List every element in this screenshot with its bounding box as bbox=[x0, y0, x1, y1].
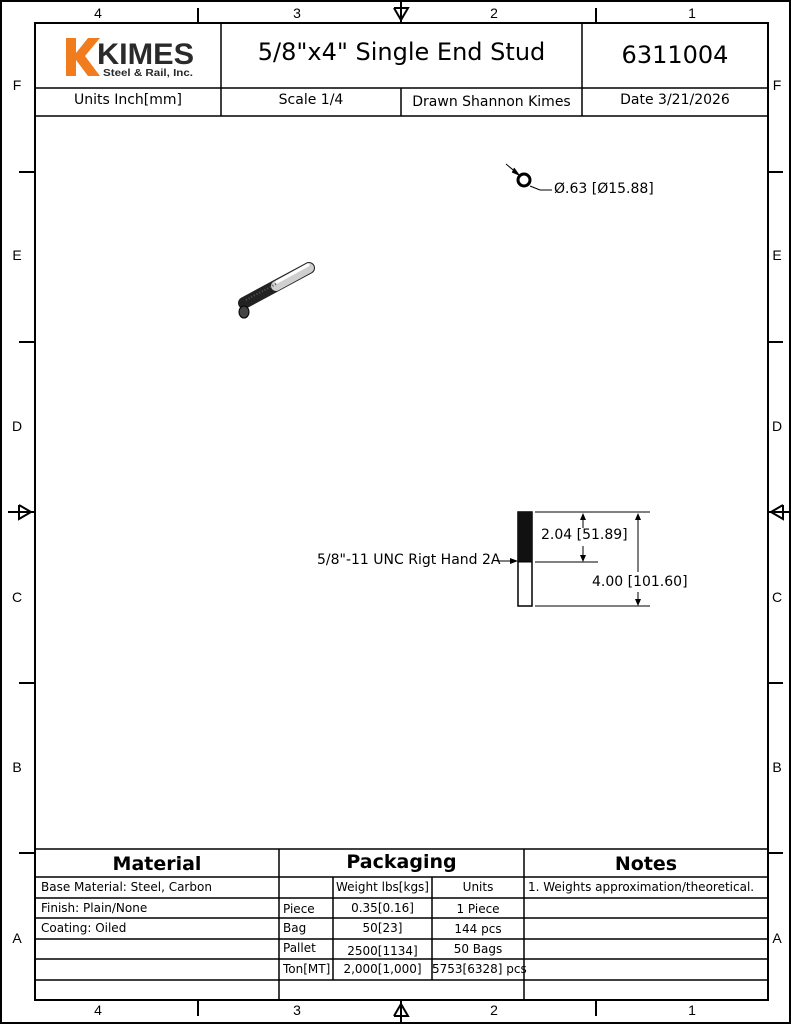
drawn-by-label: Drawn Shannon Kimes bbox=[412, 94, 571, 110]
overall-length-dimension: 4.00 [101.60] bbox=[592, 574, 688, 590]
zone-row-d-left: D bbox=[11, 418, 23, 434]
packaging-row-weight: 2500[1134] bbox=[347, 944, 418, 958]
zone-row-b-left: B bbox=[12, 759, 22, 775]
drawing-title: 5/8"x4" Single End Stud bbox=[257, 38, 546, 66]
zone-row-f-right: F bbox=[772, 77, 782, 93]
zone-ticks bbox=[19, 8, 783, 1016]
zone-col-4-top: 4 bbox=[94, 5, 102, 21]
zone-row-e-left: E bbox=[12, 247, 22, 263]
logo-subtext: Steel & Rail, Inc. bbox=[103, 68, 193, 79]
material-row: Base Material: Steel, Carbon bbox=[41, 880, 212, 894]
packaging-row-units: 144 pcs bbox=[454, 922, 502, 936]
table-lines bbox=[35, 848, 768, 1000]
date-label: Date 3/21/2026 bbox=[620, 92, 730, 108]
zone-row-b-right: B bbox=[772, 759, 782, 775]
units-label: Units Inch[mm] bbox=[73, 92, 182, 108]
stud-isometric-view bbox=[238, 262, 315, 319]
packaging-row-units: 5753[6328] pcs bbox=[432, 962, 527, 976]
zone-col-4-bottom: 4 bbox=[94, 1002, 102, 1018]
notes-header: Notes bbox=[614, 853, 678, 875]
logo-text: KIMES bbox=[97, 38, 194, 71]
packaging-row-label: Bag bbox=[283, 921, 307, 935]
packaging-col-weight: Weight lbs[kgs] bbox=[335, 880, 429, 894]
zone-col-3-bottom: 3 bbox=[293, 1002, 301, 1018]
stud-side-view bbox=[497, 511, 650, 607]
thread-callout: 5/8"-11 UNC Rigt Hand 2A bbox=[317, 552, 501, 568]
zone-row-a-right: A bbox=[772, 930, 782, 946]
packaging-row-units: 50 Bags bbox=[453, 942, 503, 956]
thread-length-dimension: 2.04 [51.89] bbox=[541, 527, 628, 543]
notes-row: 1. Weights approximation/theoretical. bbox=[528, 880, 755, 894]
zone-col-3-top: 3 bbox=[293, 5, 301, 21]
packaging-row-label: Piece bbox=[283, 902, 315, 916]
diameter-dimension: Ø.63 [Ø15.88] bbox=[554, 181, 654, 197]
packaging-row-label: Ton[MT] bbox=[283, 962, 331, 976]
zone-row-d-right: D bbox=[771, 418, 783, 434]
centering-marks bbox=[8, 1, 790, 1023]
material-row: Finish: Plain/None bbox=[41, 901, 148, 915]
end-view bbox=[505, 163, 552, 191]
packaging-row-weight: 0.35[0.16] bbox=[351, 901, 414, 915]
packaging-col-units: Units bbox=[462, 880, 494, 894]
material-header: Material bbox=[112, 853, 202, 875]
zone-row-c-left: C bbox=[11, 589, 23, 605]
packaging-row-units: 1 Piece bbox=[456, 902, 500, 916]
packaging-row-weight: 50[23] bbox=[362, 921, 403, 935]
material-row: Coating: Oiled bbox=[41, 921, 127, 935]
zone-row-c-right: C bbox=[771, 589, 783, 605]
part-number: 6311004 bbox=[621, 41, 729, 69]
scale-label: Scale 1/4 bbox=[278, 92, 344, 108]
packaging-row-label: Pallet bbox=[283, 941, 316, 955]
zone-col-2-bottom: 2 bbox=[490, 1002, 498, 1018]
packaging-row-weight: 2,000[1,000] bbox=[343, 962, 422, 976]
zone-col-2-top: 2 bbox=[490, 5, 498, 21]
zone-col-1-top: 1 bbox=[688, 5, 696, 21]
title-block-lines bbox=[35, 23, 768, 117]
zone-row-f-left: F bbox=[12, 77, 22, 93]
zone-row-a-left: A bbox=[12, 930, 22, 946]
kimes-logo: KIMES Steel & Rail, Inc. bbox=[66, 38, 194, 79]
zone-col-1-bottom: 1 bbox=[688, 1002, 696, 1018]
zone-row-e-right: E bbox=[772, 247, 782, 263]
packaging-header: Packaging bbox=[346, 851, 457, 873]
